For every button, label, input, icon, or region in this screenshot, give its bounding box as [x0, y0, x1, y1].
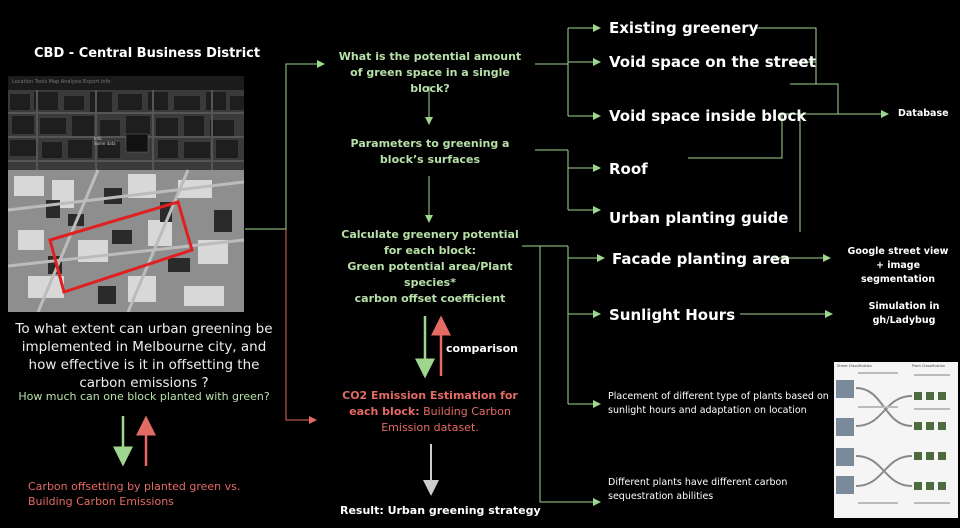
cbd-map[interactable]: Location Tools Map Analysis Export Info — [8, 76, 244, 312]
q2-text: Parameters to greening a block’s surface… — [350, 137, 510, 166]
co2-dataset: Building Carbon Emission dataset. — [381, 405, 511, 434]
map-to-co2-connector — [285, 229, 317, 424]
result-text: Result: Urban greening strategy — [340, 504, 541, 517]
sequestration-note: Different plants have different carbon s… — [608, 477, 788, 502]
map-toolbar: Location Tools Map Analysis Export Info — [8, 76, 244, 90]
gsv-label: Google street view + image segmentation — [847, 246, 949, 285]
map-popup: Info Some data — [94, 136, 116, 146]
research-question: To what extent can urban greening be imp… — [15, 321, 273, 391]
simulation-label: Simulation in gh/Ladybug — [868, 301, 940, 326]
map-to-q1-connector — [245, 60, 325, 230]
database-label: Database — [898, 108, 949, 119]
item-existing-greenery: Existing greenery — [609, 19, 759, 37]
q1-text: What is the potential amount of green sp… — [338, 50, 522, 95]
item-void-street: Void space on the street — [609, 53, 816, 71]
classification-thumbnail: Street Classification Plant Classificati… — [834, 362, 958, 518]
item-sunlight-hours: Sunlight Hours — [609, 306, 736, 324]
sub-question: How much can one block planted with gree… — [18, 390, 270, 403]
item-urban-planting-guide: Urban planting guide — [609, 209, 789, 227]
thumb-graphic — [836, 372, 950, 504]
placement-note: Placement of different type of plants ba… — [608, 391, 829, 416]
item-void-block: Void space inside block — [609, 107, 807, 125]
thumb-right-title: Plant Classification — [912, 364, 946, 368]
aerial-map-image — [8, 90, 244, 312]
carbon-offsetting-note: Carbon offsetting by planted green vs. B… — [28, 480, 241, 508]
thumb-left-title: Street Classification — [837, 364, 872, 368]
co2-title: CO2 Emission Estimation for each block: — [342, 389, 518, 418]
map-title: CBD - Central Business District — [34, 46, 261, 61]
item-facade-planting-area: Facade planting area — [612, 250, 791, 268]
q3-block: Calculate greenery potential for each bl… — [341, 228, 519, 305]
co2-block: CO2 Emission Estimation for each block: … — [330, 388, 530, 436]
comparison-label: comparison — [446, 342, 518, 355]
item-roof: Roof — [609, 160, 648, 178]
